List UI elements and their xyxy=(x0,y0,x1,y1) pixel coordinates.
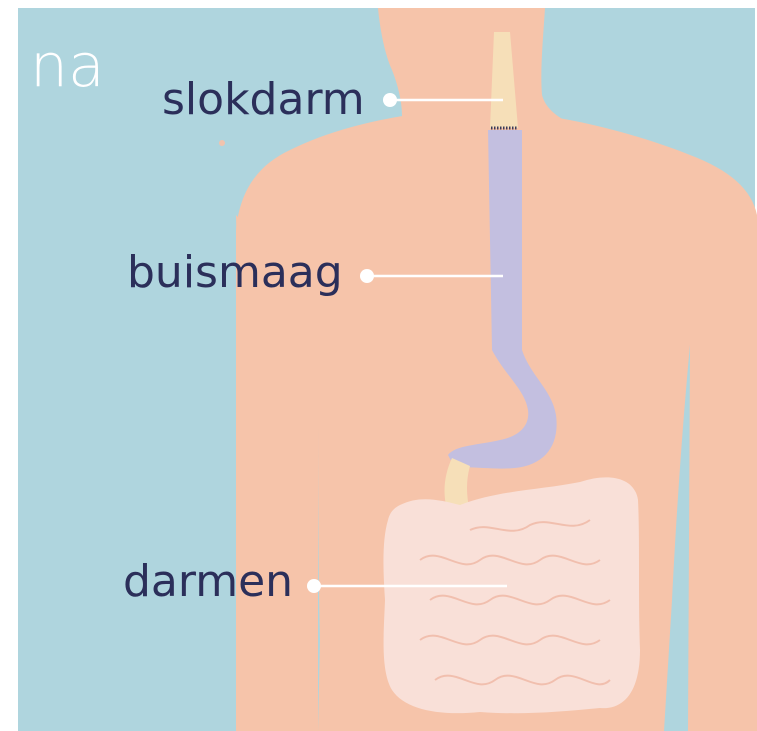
dot-esophagus xyxy=(383,93,397,107)
intestines-shape xyxy=(383,477,640,713)
label-gastric-tube: buismaag xyxy=(127,251,343,295)
title-text: na xyxy=(30,36,105,96)
label-esophagus: slokdarm xyxy=(162,78,365,122)
left-divider-line xyxy=(10,8,16,731)
dot-intestines xyxy=(307,579,321,593)
label-intestines: darmen xyxy=(123,560,293,604)
dot-gastric-tube xyxy=(360,269,374,283)
stray-dot xyxy=(219,140,225,146)
